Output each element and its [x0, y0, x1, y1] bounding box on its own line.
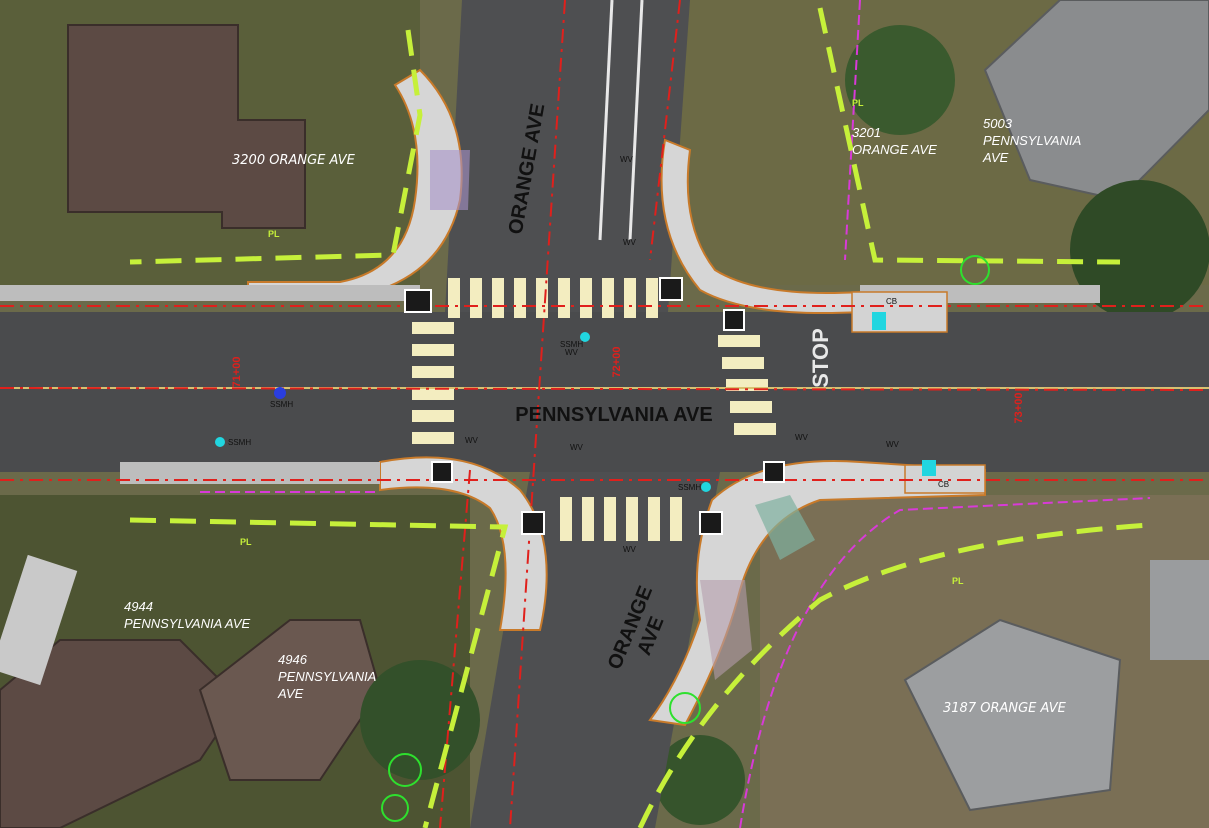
lane-line-orange-north	[598, 0, 614, 241]
crosswalk-west	[412, 322, 454, 444]
pennsylvania-ave-pavement	[0, 312, 1209, 472]
svg-text:4946: 4946	[278, 652, 308, 667]
svg-text:AVE: AVE	[982, 150, 1009, 165]
svg-text:3201: 3201	[852, 125, 881, 140]
svg-text:PENNSYLVANIA: PENNSYLVANIA	[983, 133, 1081, 148]
roof-3200	[67, 24, 306, 229]
property-lines	[129, 7, 1151, 828]
svg-text:ORANGE AVE: ORANGE AVE	[852, 142, 937, 157]
stop-marking: STOP	[808, 328, 833, 388]
pl-label-se: PL	[952, 576, 964, 586]
sidewalk-pennsylvania-south	[120, 462, 380, 484]
crosswalk-north	[448, 278, 658, 318]
shrub-symbols	[381, 255, 990, 822]
hatch-area-nw	[430, 150, 470, 210]
roof-se-edge	[1150, 560, 1209, 660]
wv-label-7: WV	[886, 440, 900, 449]
wv-label-1: WV	[623, 238, 637, 247]
wv-label-8: WV	[623, 545, 637, 554]
parcel-label-3200: 3200 ORANGE AVE	[232, 153, 356, 168]
roof-3187	[903, 618, 1122, 812]
cb-pad-east-south	[904, 464, 986, 494]
sidewalk-pennsylvania-north	[0, 285, 420, 301]
svg-text:4944: 4944	[124, 599, 153, 614]
wv-label-6: WV	[795, 433, 809, 442]
cb-label-north: CB	[886, 297, 897, 306]
sidewalk-se-curb-return	[648, 460, 986, 727]
station-label-b: 72+00	[611, 347, 623, 378]
wv-label-4: WV	[570, 443, 584, 452]
tree-sw	[360, 660, 480, 780]
cb-label-south: CB	[938, 480, 949, 489]
curb-ramps	[404, 277, 785, 535]
crosswalk-south	[560, 497, 682, 541]
parcel-label-4944: 4944 PENNSYLVANIA AVE	[124, 599, 251, 631]
hatch-area-se-2	[700, 580, 752, 680]
sidewalk-sw-curb-return	[379, 456, 548, 631]
svg-text:5003: 5003	[983, 116, 1013, 131]
wv-label-2: WV	[620, 155, 634, 164]
parcel-label-4946: 4946 PENNSYLVANIA AVE	[277, 652, 376, 701]
svg-text:AVE: AVE	[277, 686, 304, 701]
ssmh-marker-south	[701, 482, 711, 492]
pl-label-ne: PL	[852, 98, 864, 108]
tree-ne	[1070, 180, 1209, 320]
ssmh-marker-north-west	[274, 387, 286, 399]
lane-line-orange-north-2	[628, 0, 644, 241]
crosswalk-east	[718, 335, 776, 435]
parcel-label-3201: 3201 ORANGE AVE	[852, 125, 937, 157]
wv-label-3: WV	[565, 348, 579, 357]
wv-label-5: WV	[465, 436, 479, 445]
tree-s	[655, 735, 745, 825]
orange-ave-north-pavement	[445, 0, 690, 312]
svg-text:PENNSYLVANIA: PENNSYLVANIA	[278, 669, 376, 684]
ssmh-label-center: SSMH	[560, 340, 583, 349]
ssmh-marker-west	[215, 437, 225, 447]
tree-n	[845, 25, 955, 135]
cb-pad-east-north	[851, 291, 948, 333]
parcel-label-5003: 5003 PENNSYLVANIA AVE	[982, 116, 1081, 165]
ssmh-label-south: SSMH	[678, 483, 701, 492]
hatch-area-se-1	[755, 495, 815, 560]
parcel-label-3187: 3187 ORANGE AVE	[943, 701, 1067, 716]
ssmh-label-north-west: SSMH	[270, 400, 293, 409]
pl-label-nw: PL	[268, 229, 280, 239]
roof-5003	[983, 0, 1209, 202]
cb-marker-north	[872, 312, 886, 330]
street-label-pennsylvania: PENNSYLVANIA AVE	[515, 404, 712, 426]
station-label-c: 73+00	[1013, 393, 1025, 424]
ssmh-marker-center	[580, 332, 590, 342]
svg-text:PENNSYLVANIA AVE: PENNSYLVANIA AVE	[124, 616, 251, 631]
pl-label-sw: PL	[240, 537, 252, 547]
cb-marker-south	[922, 460, 936, 476]
parked-trailer	[0, 554, 78, 686]
cad-magenta-linework	[200, 0, 1151, 828]
ssmh-label-west: SSMH	[228, 438, 251, 447]
station-label-a: 71+00	[231, 357, 243, 388]
